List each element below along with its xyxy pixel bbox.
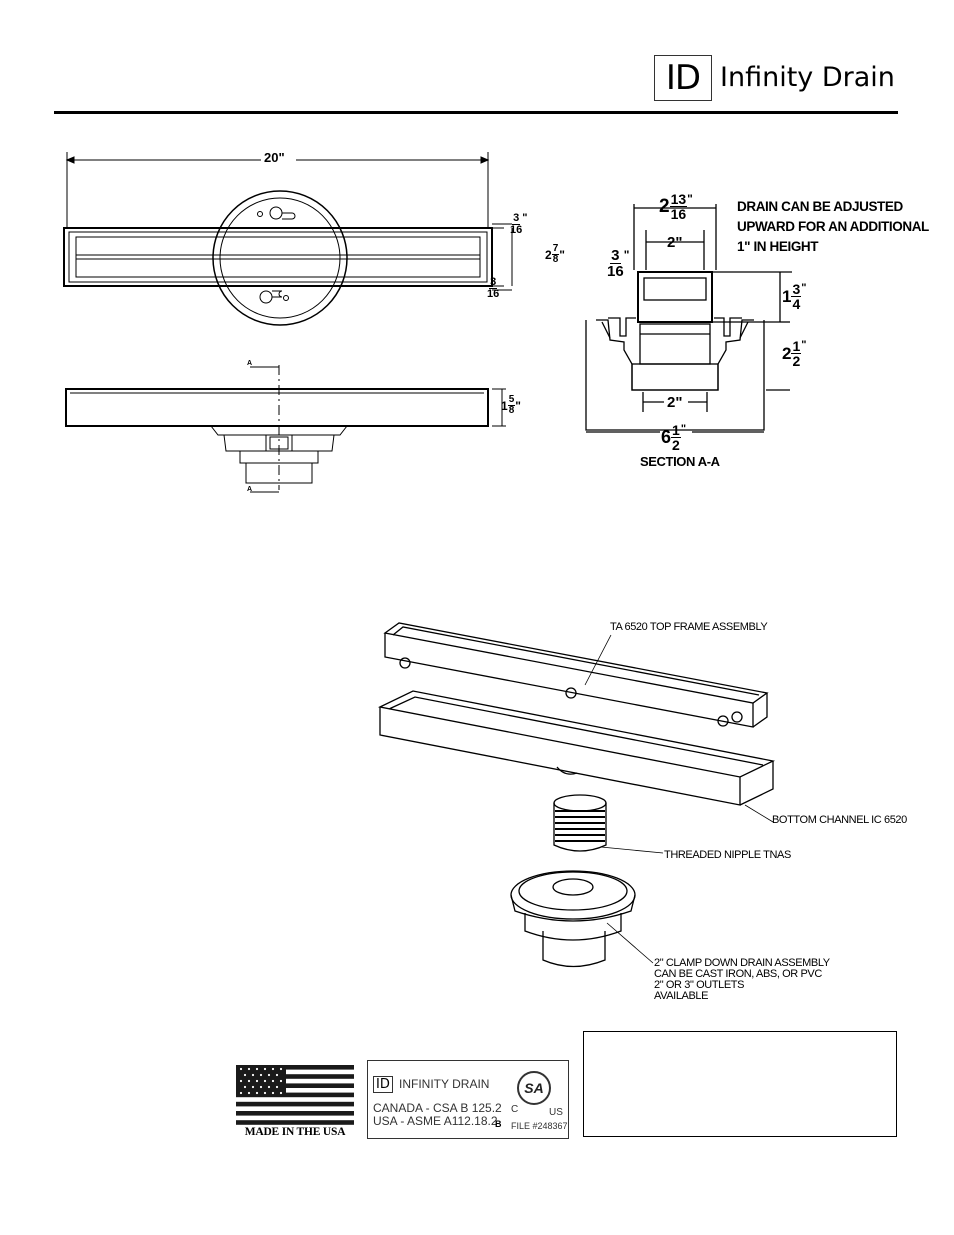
dim-length-label: 20" bbox=[264, 150, 285, 165]
section-drawing bbox=[585, 204, 792, 433]
top-view-drawing bbox=[63, 152, 513, 326]
asme-standard-usa: USA - ASME A112.18.2 bbox=[373, 1114, 498, 1128]
csa-logo-icon: SA bbox=[517, 1071, 551, 1105]
class-letter: B bbox=[495, 1119, 502, 1129]
section-marker-bottom: A bbox=[247, 486, 252, 493]
side-view-drawing bbox=[65, 365, 506, 493]
card-logo-mark: ID bbox=[373, 1076, 393, 1093]
drain-label-line-3: 2" OR 3" OUTLETS bbox=[654, 979, 745, 991]
drain-label-line-4: AVAILABLE bbox=[654, 990, 709, 1002]
brand-name: Infinity Drain bbox=[720, 62, 895, 93]
note-line-3: 1" IN HEIGHT bbox=[737, 239, 819, 254]
label-threaded-nipple: THREADED NIPPLE TNAS bbox=[664, 849, 791, 861]
label-bottom-channel: BOTTOM CHANNEL IC 6520 bbox=[772, 814, 907, 826]
csa-certification-card: ID INFINITY DRAIN CANADA - CSA B 125.2 U… bbox=[367, 1060, 569, 1139]
section-adjust-note: DRAIN CAN BE ADJUSTED UPWARD FOR AN ADDI… bbox=[737, 197, 929, 257]
section-marker-top: A bbox=[247, 360, 252, 367]
csa-c-mark: C bbox=[511, 1104, 519, 1115]
card-logo-mark-text: ID bbox=[376, 1077, 390, 1092]
dim-section-outlet: 2" bbox=[667, 394, 683, 411]
csa-us-mark: US bbox=[549, 1107, 563, 1118]
brand-logo-mark: ID bbox=[654, 55, 712, 101]
label-drain-assembly: 2" CLAMP DOWN DRAIN ASSEMBLY CAN BE CAST… bbox=[654, 958, 830, 1002]
csa-file-number: FILE #248367 bbox=[511, 1121, 568, 1131]
section-title: SECTION A-A bbox=[640, 454, 720, 469]
drain-label-line-1: 2" CLAMP DOWN DRAIN ASSEMBLY bbox=[654, 957, 830, 969]
note-line-1: DRAIN CAN BE ADJUSTED bbox=[737, 199, 903, 214]
usa-flag-icon bbox=[236, 1065, 354, 1125]
exploded-view-drawing bbox=[377, 622, 776, 968]
dim-section-inner-width: 2" bbox=[667, 234, 683, 251]
notes-box bbox=[583, 1031, 897, 1137]
card-brand-name: INFINITY DRAIN bbox=[399, 1077, 490, 1091]
csa-standard-canada: CANADA - CSA B 125.2 bbox=[373, 1101, 502, 1115]
note-line-2: UPWARD FOR AN ADDITIONAL bbox=[737, 219, 929, 234]
drain-label-line-2: CAN BE CAST IRON, ABS, OR PVC bbox=[654, 968, 822, 980]
made-in-usa-caption: MADE IN THE USA bbox=[244, 1126, 346, 1138]
logo-mark-text: ID bbox=[665, 58, 701, 98]
csa-logo-text: SA bbox=[524, 1080, 544, 1096]
header-rule bbox=[54, 111, 898, 114]
label-top-frame: TA 6520 TOP FRAME ASSEMBLY bbox=[610, 621, 768, 633]
